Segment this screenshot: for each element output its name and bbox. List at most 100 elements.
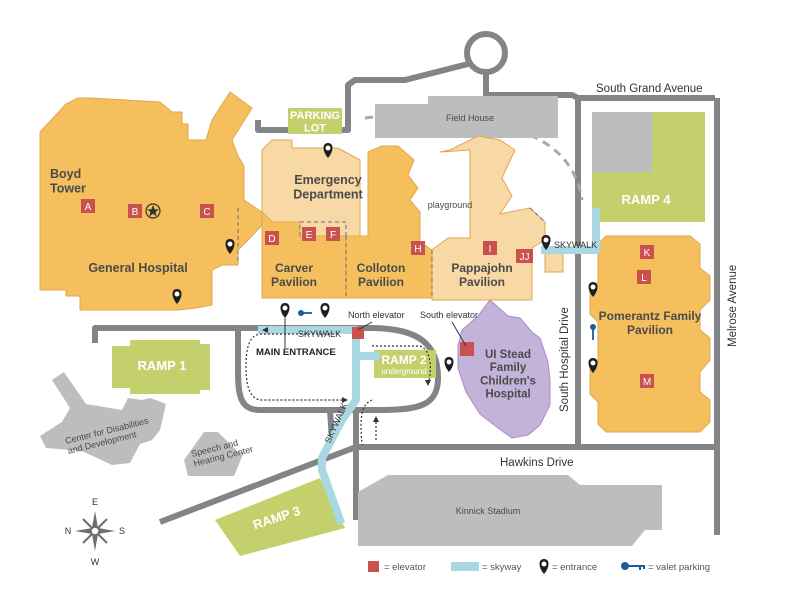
elevator-e: E [302,227,316,241]
building-stead [457,299,551,439]
building-colloton [345,145,433,299]
legend-entrance-pin [539,559,549,574]
legend: = elevator = skyway = entrance = valet p… [368,559,710,574]
legend-valet-label: = valet parking [648,562,710,573]
ramp-2-shape [374,350,436,378]
compass: E W N S [65,497,125,567]
road-roundabout-south-grand [483,73,715,101]
svg-text:H: H [414,244,421,255]
elevator-jj: JJ [516,249,533,263]
svg-text:C: C [203,207,210,218]
road-entrance-loop [92,325,441,413]
ramp-4-shape [592,112,705,222]
building-carver [261,210,347,299]
compass-e: E [92,497,98,507]
traffic-arrows [245,333,431,446]
road-label-south-hospital: South Hospital Drive [559,307,571,412]
road-label-south-grand: South Grand Avenue [596,83,703,95]
svg-text:L: L [641,273,647,284]
elevator-d: D [265,231,279,245]
elevator-south [460,342,474,356]
elevator-b: B [128,204,142,218]
label-ramp-2-sub: underground [381,367,426,376]
legend-elevator-swatch [368,561,379,572]
label-main-entrance: MAIN ENTRANCE [256,347,336,358]
label-kinnick: Kinnick Stadium [456,506,521,516]
label-field-house: Field House [446,113,494,123]
svg-text:B: B [132,207,139,218]
building-speech-hearing [184,432,244,476]
elevators: A B C D E F H I JJ K L M [81,199,654,388]
roads [92,31,720,535]
entrance-pin-general-hospital-1 [225,239,235,254]
label-skywalk-right: SKYWALK [554,240,597,250]
label-north-elevator: North elevator [348,310,405,320]
entrance-pin-pomerantz-2 [588,358,598,373]
road-label-melrose: Melrose Avenue [727,265,739,347]
compass-n: N [65,526,72,536]
hospital-buildings [39,91,711,439]
building-pomerantz [589,235,711,433]
svg-text:D: D [268,234,275,245]
entrance-pin-pappajohn [541,235,551,250]
elevator-a: A [81,199,95,213]
svg-text:A: A [85,202,92,213]
parking-lot-shape [288,108,342,134]
entrance-pin-skywalk [320,303,330,318]
building-kinnick-stadium [358,475,662,546]
legend-skyway-swatch [451,562,479,571]
gray-buildings [40,96,662,546]
compass-s: S [119,526,125,536]
elevator-f: F [326,227,340,241]
callout-lines [284,318,467,348]
legend-elevator-label: = elevator [384,562,426,573]
entrance-pin-general-hospital-2 [172,289,182,304]
svg-text:I: I [489,244,492,255]
entrance-pin-pomerantz-1 [588,282,598,297]
compass-w: W [91,557,100,567]
roundabout [464,31,508,75]
road-label-hawkins: Hawkins Drive [500,457,574,469]
elevator-c: C [200,204,214,218]
elevator-l: L [637,270,651,284]
building-general-hospital [39,91,263,311]
svg-text:JJ: JJ [520,252,530,263]
svg-text:K: K [644,248,651,259]
building-dividers [237,207,546,298]
elevator-north [352,327,364,339]
legend-skyway-label: = skyway [482,562,522,573]
building-center-disabilities [40,372,166,465]
svg-text:F: F [330,230,336,241]
entrance-pin-stead [444,357,454,372]
svg-text:E: E [306,230,313,241]
building-field-house [375,96,558,138]
label-playground: playground [428,200,473,210]
valet-key-icon-pomerantz [590,324,596,340]
elevator-h: H [411,241,425,255]
valet-key-icon [298,310,312,316]
entrance-pins [172,143,598,373]
label-general-hospital: General Hospital [88,261,187,275]
label-ramp-1: RAMP 1 [138,358,187,373]
traffic-arrowheads [262,327,431,422]
entrance-pin-main [280,303,290,318]
elevator-i: I [483,241,497,255]
elevator-k: K [640,245,654,259]
entrance-pin-emergency [323,143,333,158]
ramp-1-shape [112,340,210,394]
label-ramp-4: RAMP 4 [622,192,672,207]
road-roundabout-west [255,61,469,133]
svg-text:M: M [643,377,651,388]
ramp-3-shape [215,478,345,556]
label-ramp-2: RAMP 2 [381,353,426,367]
legend-entrance-label: = entrance [552,562,597,573]
